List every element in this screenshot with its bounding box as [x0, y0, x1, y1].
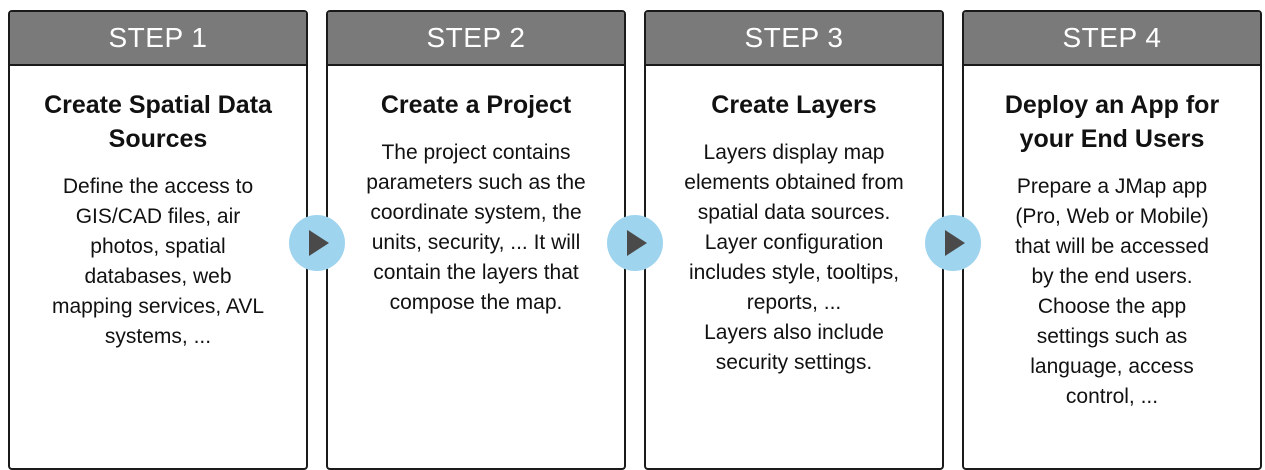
- step-3-header: STEP 3: [646, 12, 942, 66]
- arrow-triangle: [627, 230, 647, 256]
- step-4-card: STEP 4 Deploy an App for your End Users …: [962, 10, 1262, 470]
- arrow-triangle: [309, 230, 329, 256]
- step-3-card: STEP 3 Create Layers Layers display map …: [644, 10, 944, 470]
- step-4-description: Prepare a JMap app (Pro, Web or Mobile) …: [1015, 175, 1209, 408]
- play-arrow-icon: [289, 215, 345, 271]
- play-arrow-icon: [607, 215, 663, 271]
- step-1-description: Define the access to GIS/CAD files, air …: [51, 175, 265, 348]
- step-1-title: Create Spatial Data Sources: [44, 91, 272, 153]
- step-1-header: STEP 1: [10, 12, 306, 66]
- step-2-card: STEP 2 Create a Project The project cont…: [326, 10, 626, 470]
- step-2-description: The project contains parameters such as …: [366, 141, 586, 314]
- step-4-title: Deploy an App for your End Users: [1004, 91, 1220, 153]
- step-4-header: STEP 4: [964, 12, 1260, 66]
- play-arrow-icon: [925, 215, 981, 271]
- arrow-triangle: [945, 230, 965, 256]
- step-2-title: Create a Project: [380, 91, 572, 119]
- step-3-title: Create Layers: [711, 91, 877, 119]
- step-1-card: STEP 1 Create Spatial Data Sources Defin…: [8, 10, 308, 470]
- step-2-header: STEP 2: [328, 12, 624, 66]
- step-3-description: Layers display map elements obtained fro…: [684, 141, 904, 374]
